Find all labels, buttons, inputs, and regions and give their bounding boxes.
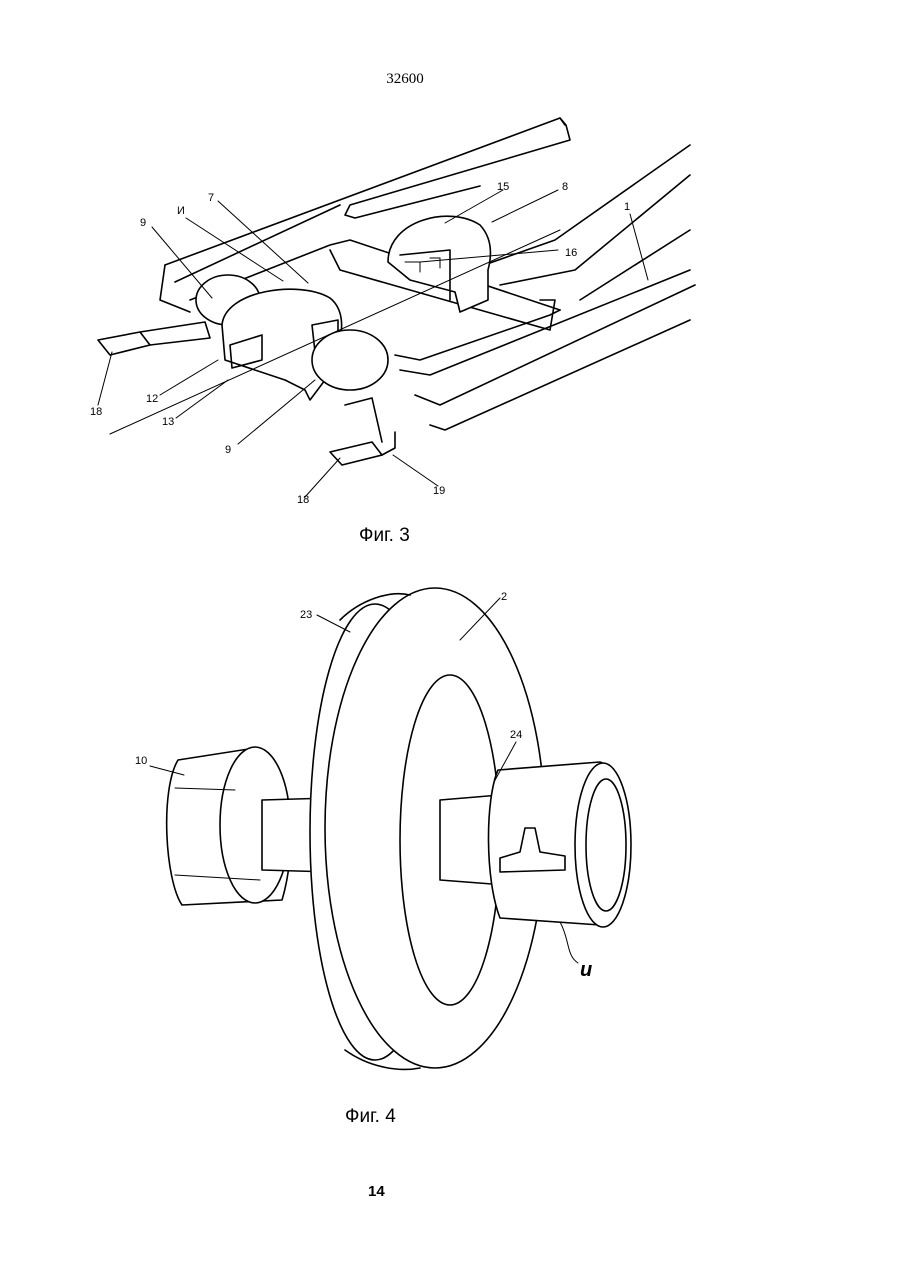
fig4-label-2: 2 [501,591,507,603]
fig4-label-10: 10 [135,755,147,767]
figure-4-drawing: 23 2 10 24 и [0,0,900,1110]
page-number: 14 [368,1183,385,1200]
fig4-label-23: 23 [300,609,312,621]
fig4-label-24: 24 [510,729,522,741]
figure-4-caption: Фиг. 4 [345,1106,396,1128]
fig4-label-u: и [580,959,592,981]
